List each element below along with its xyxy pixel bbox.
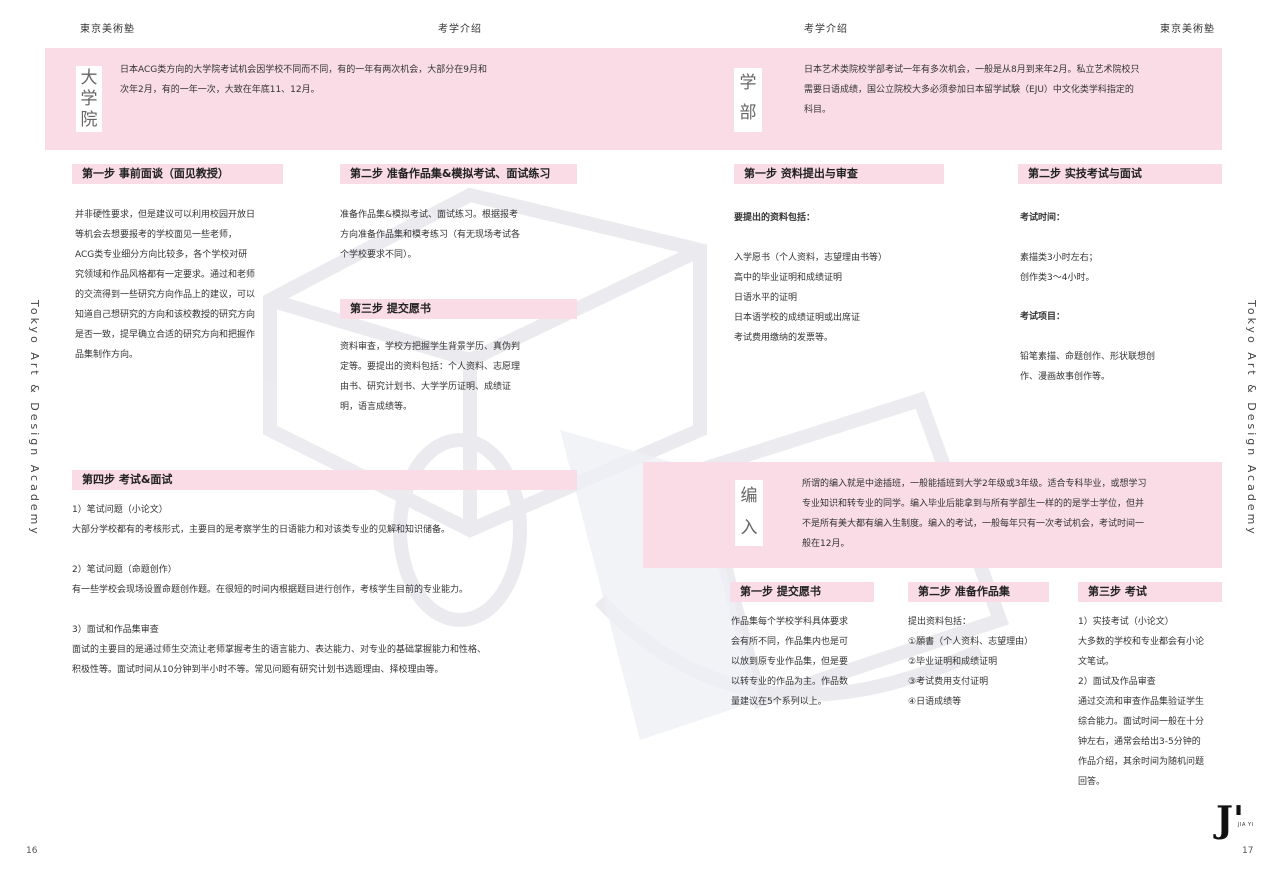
- header-left-title: 考学介绍: [438, 24, 482, 35]
- ug-step1-item: 高中的毕业证明和成绩证明: [734, 273, 843, 283]
- grad-step4-q1-body: 大部分学校都有的考核形式，主要目的是考察学生的日语能力和对该类专业的见解和知识储…: [72, 525, 451, 535]
- logo-subtext: JIA YI: [1238, 822, 1254, 828]
- grad-step4-q3-body: 面试的主要目的是通过师生交流让老师掌握考生的语言能力、表达能力、对专业的基础掌握…: [72, 645, 487, 675]
- ug-step2-items-label: 考试项目：: [1020, 312, 1066, 322]
- tr-step3-title: 第三步 考试: [1078, 582, 1222, 602]
- undergrad-tag-top: 学: [739, 73, 757, 93]
- grad-step1-title: 第一步 事前面谈（面见教授）: [72, 164, 283, 184]
- tr-step2-body: 提出资料包括： ①願書（个人资料、志望理由） ②毕业证明和成绩证明 ③考试费用支…: [908, 617, 1034, 707]
- ug-step2-time-body: 素描类3小时左右； 创作类3～4小时。: [1020, 253, 1098, 283]
- ug-step1-title: 第一步 资料提出与审查: [734, 164, 944, 184]
- header-right-brand: 東京美術塾: [1160, 24, 1215, 35]
- undergrad-intro: 日本艺术类院校学部考试一年有多次机会，一般是从8月到来年2月。私立艺术院校只 需…: [804, 65, 1140, 115]
- grad-step4-q2-body: 有一些学校会现场设置命题创作题。在很短的时间内根据题目进行创作，考核学生目前的专…: [72, 585, 469, 595]
- grad-step4-q1-title: 1）笔试问题（小论文）: [72, 505, 168, 515]
- transfer-intro: 所谓的编入就是中途插班，一般能插班到大学2年级或3年级。适合专科毕业，或想学习 …: [802, 479, 1147, 549]
- undergrad-tag: 学 部: [734, 68, 762, 132]
- graduate-banner: [45, 48, 620, 150]
- ug-step1-subtitle: 要提出的资料包括：: [734, 213, 816, 223]
- side-text-right: Tokyo Art & Design Academy: [1245, 300, 1258, 537]
- ug-step1-item: 考试费用缴纳的发票等。: [734, 333, 834, 343]
- graduate-intro: 日本ACG类方向的大学院考试机会因学校不同而不同，有的一年有两次机会，大部分在9…: [120, 65, 487, 95]
- grad-step4-q3-title: 3）面试和作品集审查: [72, 625, 159, 635]
- transfer-tag: 编 入: [735, 480, 763, 546]
- grad-step2-title: 第二步 准备作品集&模拟考试、面试练习: [340, 164, 577, 184]
- ug-step1-list: 入学愿书（个人资料，志望理由书等） 高中的毕业证明和成绩证明 日语水平的证明 日…: [734, 248, 954, 348]
- side-text-left: Tokyo Art & Design Academy: [28, 300, 41, 537]
- ug-step1-item: 日本语学校的成绩证明或出席证: [734, 313, 861, 323]
- undergrad-tag-bottom: 部: [739, 103, 757, 123]
- transfer-tag-top: 编: [740, 486, 758, 506]
- tr-step3-body: 1）实技考试（小论文） 大多数的学校和专业都会有小论 文笔试。 2）面试及作品审…: [1078, 617, 1205, 787]
- grad-step1-body: 并非硬性要求，但是建议可以利用校园开放日 等机会去想要报考的学校面见一些老师， …: [75, 210, 256, 360]
- ug-step1-item: 日语水平的证明: [734, 293, 798, 303]
- watermark-cube-edge-2: [267, 293, 473, 367]
- watermark-cylinder-end: [393, 433, 527, 627]
- tr-step1-body: 作品集每个学校学科具体要求 会有所不同，作品集内也是可 以放到原专业作品集，但是…: [731, 617, 849, 707]
- ug-step1-item: 入学愿书（个人资料，志望理由书等）: [734, 253, 888, 263]
- tr-step2-title: 第二步 准备作品集: [908, 582, 1049, 602]
- watermark-cube-outline: [263, 187, 707, 538]
- undergrad-banner: [620, 48, 1222, 150]
- header-left-brand: 東京美術塾: [80, 24, 135, 35]
- jiayi-logo: J' JIA YI: [1216, 800, 1264, 844]
- grad-step2-body: 准备作品集&模拟考试、面试练习。根据报考 方向准备作品集和模考练习（有无现场考试…: [340, 210, 521, 260]
- watermark-prism: [691, 391, 1010, 710]
- ug-step2-title: 第二步 实技考试与面试: [1018, 164, 1222, 184]
- logo-mark: J': [1216, 799, 1245, 841]
- header-right-title: 考学介绍: [804, 24, 848, 35]
- grad-step3-title: 第三步 提交愿书: [340, 299, 577, 319]
- grad-step4-q2-title: 2）笔试问题（命题创作）: [72, 565, 177, 575]
- tr-step1-title: 第一步 提交愿书: [730, 582, 874, 602]
- ug-step2-items-body: 铅笔素描、命题创作、形状联想创 作、漫画故事创作等。: [1020, 352, 1156, 382]
- page-number-left: 16: [26, 846, 38, 856]
- watermark-fill-shape: [560, 430, 760, 740]
- page-number-right: 17: [1242, 846, 1254, 856]
- grad-step3-body: 资料审查，学校方把握学生背景学历、真伪判 定等。要提出的资料包括：个人资料、志愿…: [340, 342, 521, 412]
- ug-step2-time-label: 考试时间：: [1020, 213, 1066, 223]
- grad-step4-title: 第四步 考试&面试: [72, 470, 577, 490]
- graduate-tag: 大学院: [76, 66, 102, 132]
- graduate-tag-label: 大学院: [80, 68, 98, 130]
- transfer-tag-bottom: 入: [740, 518, 758, 538]
